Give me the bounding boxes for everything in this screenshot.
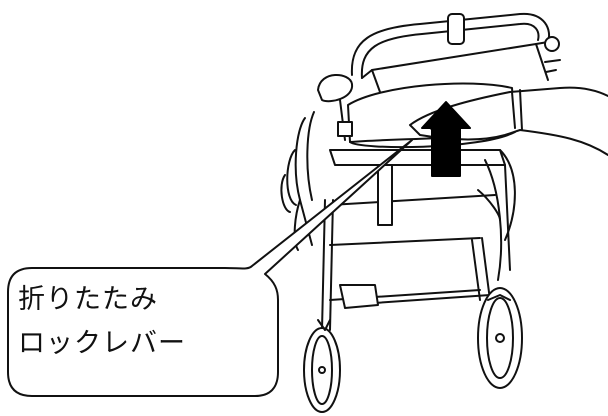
left-side-frame bbox=[280, 74, 354, 251]
push-handle-frame bbox=[350, 12, 561, 93]
callout-label: 折りたたみ ロックレバー bbox=[18, 278, 268, 366]
callout-line-1: 折りたたみ bbox=[18, 284, 158, 315]
under-seat-basket bbox=[339, 284, 379, 309]
right-rear-wheel bbox=[477, 287, 523, 389]
callout-line-2: ロックレバー bbox=[18, 328, 186, 359]
callout-bubble bbox=[7, 139, 413, 397]
right-side-frame bbox=[477, 149, 516, 281]
frame-legs bbox=[321, 199, 491, 331]
cross-brace bbox=[329, 149, 506, 306]
lift-direction-arrow bbox=[421, 101, 471, 177]
left-rear-wheel bbox=[303, 319, 341, 413]
